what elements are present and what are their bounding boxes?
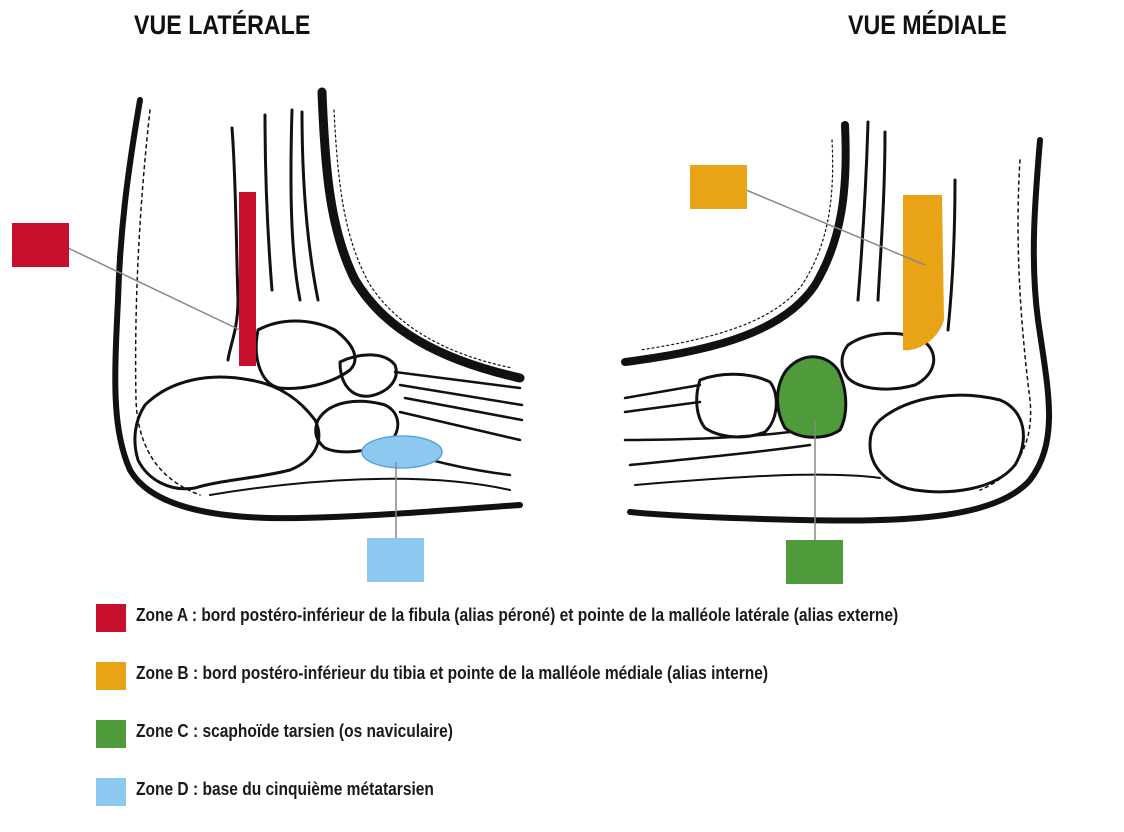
medial-tibia-back	[948, 180, 955, 330]
lateral-heel-skin-outline	[115, 100, 520, 518]
zone-c-label-box	[786, 540, 843, 584]
medial-metatarsal-2	[625, 402, 700, 412]
zone-a-fibula-highlight	[239, 192, 256, 366]
zone-a-leader-line	[68, 248, 240, 330]
lateral-sole-line	[210, 479, 510, 495]
legend-item-zone-a: Zone A : bord postéro-inférieur de la fi…	[96, 600, 1116, 658]
lateral-front-skin-hatch	[334, 110, 512, 368]
zone-d-label-box	[367, 538, 424, 582]
zone-b-description: Zone B : bord postéro-inférieur du tibia…	[136, 662, 768, 684]
lateral-tibia-back	[291, 110, 300, 300]
medial-cuneiform	[697, 374, 777, 437]
zone-b-tibia-highlight	[903, 195, 944, 350]
legend-item-zone-c: Zone C : scaphoïde tarsien (os naviculai…	[96, 716, 1116, 774]
zone-d-description: Zone D : base du cinquième métatarsien	[136, 778, 434, 800]
medial-metatarsal-4	[630, 445, 810, 465]
lateral-foot-illustration	[115, 92, 522, 518]
zone-a-swatch	[96, 604, 126, 632]
medial-sole-line	[635, 475, 880, 485]
lateral-tibia-front	[302, 112, 318, 300]
zone-b-leader-line	[746, 190, 925, 265]
lateral-metatarsal-2	[400, 385, 522, 405]
zone-d-metatarsal-highlight	[362, 436, 442, 468]
zone-b-swatch	[96, 662, 126, 690]
medial-metatarsal-1	[625, 385, 700, 398]
medial-foot-illustration	[625, 122, 1049, 521]
lateral-talus	[256, 321, 355, 388]
medial-tibia-front	[858, 122, 868, 300]
zone-d-swatch	[96, 778, 126, 806]
zone-b-label-box	[690, 165, 747, 209]
lateral-fibula-front	[265, 115, 272, 290]
legend: Zone A : bord postéro-inférieur de la fi…	[96, 600, 1116, 832]
lateral-heel-skin-hatch	[136, 110, 200, 495]
lateral-calcaneus	[135, 377, 319, 489]
lateral-navicular	[340, 355, 396, 396]
medial-front-skin-outline	[625, 125, 846, 362]
zone-a-description: Zone A : bord postéro-inférieur de la fi…	[136, 604, 898, 626]
medial-tibia-mid	[878, 132, 885, 300]
lateral-front-skin-outline	[322, 92, 520, 378]
legend-item-zone-d: Zone D : base du cinquième métatarsien	[96, 774, 1116, 832]
ankle-diagram	[0, 0, 1124, 600]
zone-c-navicular-highlight	[778, 357, 846, 438]
zone-c-swatch	[96, 720, 126, 748]
zone-c-description: Zone C : scaphoïde tarsien (os naviculai…	[136, 720, 453, 742]
zone-a-label-box	[12, 223, 69, 267]
medial-calcaneus	[870, 395, 1023, 492]
legend-item-zone-b: Zone B : bord postéro-inférieur du tibia…	[96, 658, 1116, 716]
